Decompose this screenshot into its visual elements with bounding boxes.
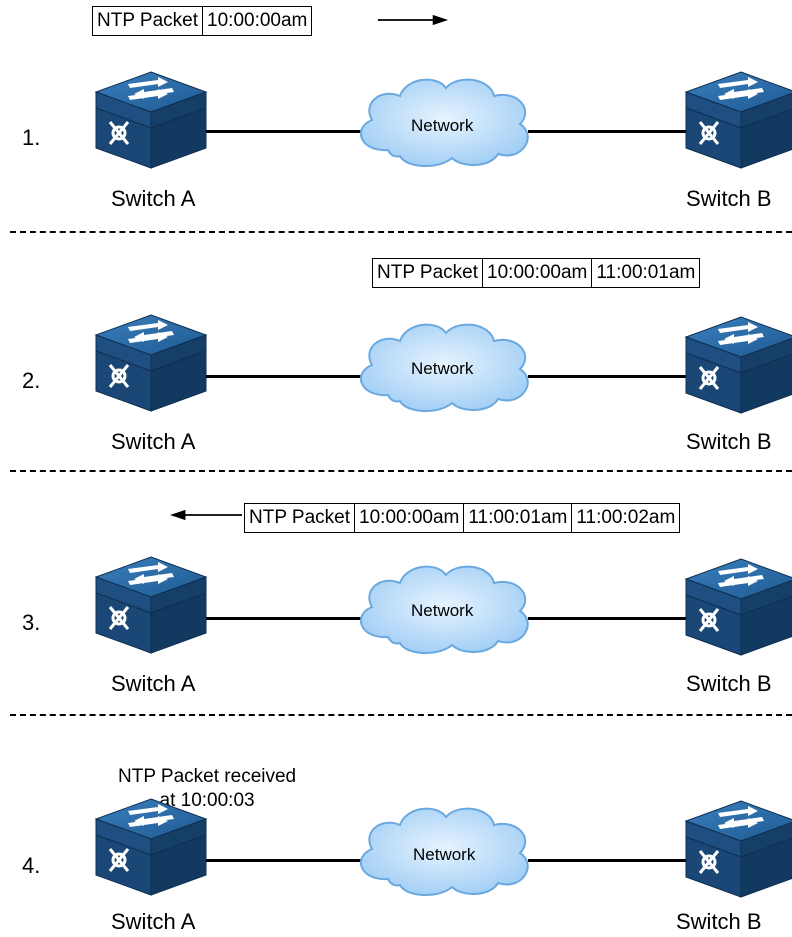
link-line [206,130,366,133]
step-3: NTP Packet 10:00:00am 11:00:01am 11:00:0… [0,485,792,725]
switch-a-label: Switch A [111,671,196,696]
dashed-divider [10,714,792,716]
link-line [206,617,366,620]
step-number: 1. [22,125,41,150]
dashed-divider [10,231,792,233]
switch-a-icon [94,555,208,655]
switch-b-label: Switch B [686,186,772,211]
step-number: 3. [22,610,41,635]
received-line-2: at 10:00:03 [159,790,255,811]
link-line [528,617,688,620]
switch-b-icon [684,70,792,170]
packet-timestamp: 11:00:01am [591,259,699,287]
step-1: NTP Packet 10:00:00am 1. Network Switch … [0,0,792,240]
step-number: 4. [22,853,41,878]
ntp-packet: NTP Packet 10:00:00am [92,6,313,36]
ntp-packet: NTP Packet 10:00:00am 11:00:01am [372,258,701,288]
step-4: NTP Packet received at 10:00:03 4. Netwo… [0,697,792,937]
packet-timestamp: 11:00:02am [571,504,679,532]
switch-b-label: Switch B [686,671,772,696]
switch-b-icon [684,557,792,657]
switch-a-label: Switch A [111,909,196,934]
switch-b-icon [684,799,792,899]
network-label: Network [411,359,474,378]
packet-label: NTP Packet [377,262,479,283]
network-label: Network [411,116,474,135]
network-label: Network [413,845,476,864]
link-line [206,375,366,378]
packet-label: NTP Packet [97,10,199,31]
link-line [528,375,688,378]
ntp-packet: NTP Packet 10:00:00am 11:00:01am 11:00:0… [244,503,681,533]
link-line [528,130,688,133]
right-arrow-icon [377,14,449,26]
step-2: NTP Packet 10:00:00am 11:00:01am 2. Netw… [0,243,792,483]
received-note: NTP Packet received at 10:00:03 [118,765,296,813]
link-line [206,859,366,862]
packet-timestamp: 11:00:01am [463,504,571,532]
step-number: 2. [22,368,41,393]
packet-label: NTP Packet [249,507,351,528]
dashed-divider [10,470,792,472]
packet-timestamp: 10:00:00am [354,504,463,532]
switch-a-icon [94,797,208,897]
switch-a-icon [94,313,208,413]
link-line [528,859,688,862]
switch-b-label: Switch B [676,909,762,934]
switch-a-label: Switch A [111,429,196,454]
network-label: Network [411,601,474,620]
switch-b-label: Switch B [686,429,772,454]
switch-a-icon [94,70,208,170]
packet-timestamp: 10:00:00am [202,7,311,35]
switch-b-icon [684,315,792,415]
received-line-1: NTP Packet received [118,766,297,787]
switch-a-label: Switch A [111,186,196,211]
left-arrow-icon [170,509,242,521]
packet-timestamp: 10:00:00am [482,259,591,287]
